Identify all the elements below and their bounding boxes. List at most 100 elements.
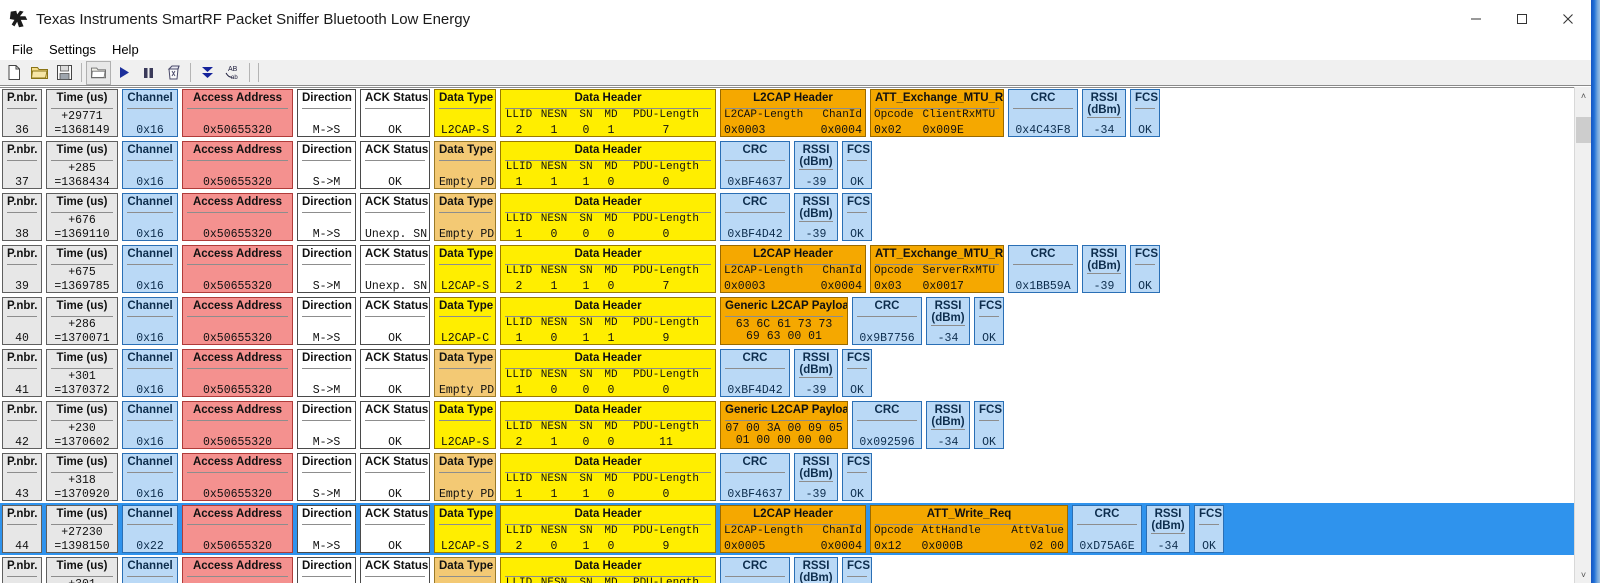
pnbr-field[interactable]: P.nbr.38 [2, 193, 42, 241]
rssi-field[interactable]: RSSI(dBm)-34 [926, 297, 970, 345]
crc-field[interactable]: CRC [720, 557, 790, 583]
time-field[interactable]: Time (us)+27230=1398150 [46, 505, 118, 553]
rssi-field[interactable]: RSSI(dBm) [794, 557, 838, 583]
rssi-field[interactable]: RSSI(dBm)-39 [794, 141, 838, 189]
time-field[interactable]: Time (us)+675=1369785 [46, 245, 118, 293]
scroll-up-button[interactable]: ˄ [1580, 90, 1587, 101]
channel-field[interactable]: Channel [122, 557, 178, 583]
direction-field[interactable]: Direction [297, 557, 356, 583]
pnbr-field[interactable]: P.nbr.36 [2, 89, 42, 137]
time-field[interactable]: Time (us)+318=1370920 [46, 453, 118, 501]
menu-item-file[interactable]: File [12, 41, 33, 57]
double-chevron-down-icon[interactable] [195, 61, 220, 85]
pnbr-field[interactable]: P.nbr.39 [2, 245, 42, 293]
maximize-button[interactable] [1499, 0, 1545, 38]
pnbr-field[interactable]: P.nbr.42 [2, 401, 42, 449]
save-disk-button[interactable] [52, 61, 77, 85]
fcs-field[interactable]: FCS [842, 557, 872, 583]
pnbr-field[interactable]: P.nbr. [2, 557, 42, 583]
menu-item-help[interactable]: Help [111, 41, 139, 57]
access-address-field[interactable]: Access Address [182, 557, 293, 583]
packet-row[interactable]: P.nbr.Time (us)+301ChannelAccess Address… [0, 555, 1574, 583]
time-field[interactable]: Time (us)+301=1370372 [46, 349, 118, 397]
time-field[interactable]: Time (us)+676=1369110 [46, 193, 118, 241]
rssi-field[interactable]: RSSI(dBm)-34 [1082, 89, 1126, 137]
open-folder-button[interactable] [27, 61, 52, 85]
play-icon[interactable] [111, 61, 136, 85]
pause-icon[interactable] [136, 61, 161, 85]
pnbr-field[interactable]: P.nbr.44 [2, 505, 42, 553]
close-button[interactable] [1545, 0, 1591, 38]
rssi-field[interactable]: RSSI(dBm)-34 [1146, 505, 1190, 553]
pnbr-field[interactable]: P.nbr.43 [2, 453, 42, 501]
pnbr-field[interactable]: P.nbr.41 [2, 349, 42, 397]
time-field[interactable]: Time (us)+230=1370602 [46, 401, 118, 449]
rssi-field[interactable]: RSSI(dBm)-39 [794, 193, 838, 241]
rssi-field[interactable]: RSSI(dBm)-39 [794, 349, 838, 397]
trash-bin-icon[interactable] [161, 61, 186, 85]
data-type-field[interactable]: Data Type [434, 557, 496, 583]
time-field[interactable]: Time (us)+286=1370071 [46, 297, 118, 345]
